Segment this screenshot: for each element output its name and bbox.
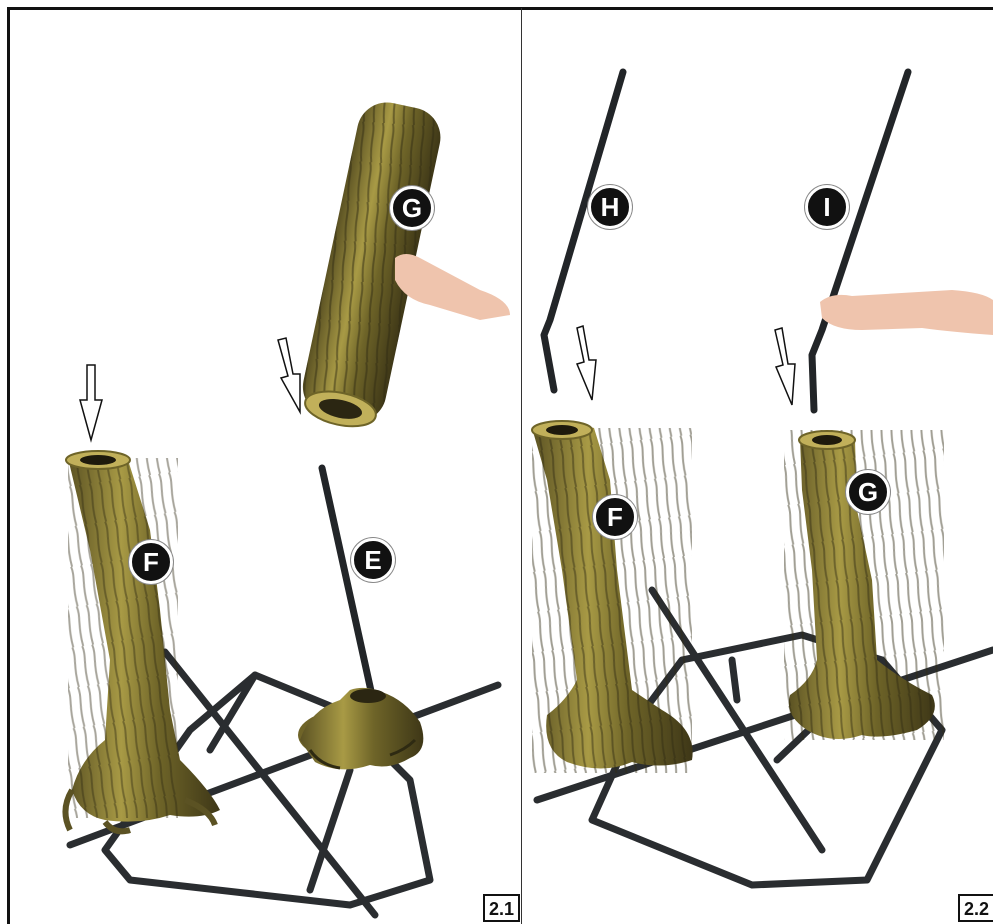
hand-holding-trunk-g [395, 254, 510, 320]
part-label-e: E [351, 538, 395, 582]
down-arrow-f-2 [577, 326, 596, 400]
bent-rod-i [812, 72, 908, 410]
pole-e [322, 468, 373, 700]
down-arrow-f [80, 365, 102, 440]
tree-trunk-f-assembled [532, 421, 693, 773]
part-label-f-2: F [593, 495, 637, 539]
part-label-h: H [588, 185, 632, 229]
part-label-g: G [390, 186, 434, 230]
part-label-g-2: G [846, 470, 890, 514]
step-2-1-illustration [10, 10, 521, 924]
step-2-2-illustration [522, 10, 993, 924]
tree-trunk-f [65, 451, 220, 831]
step-number-label-2: 2.2 [958, 894, 993, 922]
down-arrow-g [278, 338, 300, 412]
part-label-i: I [805, 185, 849, 229]
part-label-f: F [129, 540, 173, 584]
step-number-label: 2.1 [483, 894, 520, 922]
step-panel-2-2: H I F G 2.2 [522, 10, 993, 924]
step-panel-2-1: G F E 2.1 [10, 10, 521, 924]
hand-holding-rod-i [820, 290, 993, 335]
down-arrow-g-2 [775, 328, 795, 405]
